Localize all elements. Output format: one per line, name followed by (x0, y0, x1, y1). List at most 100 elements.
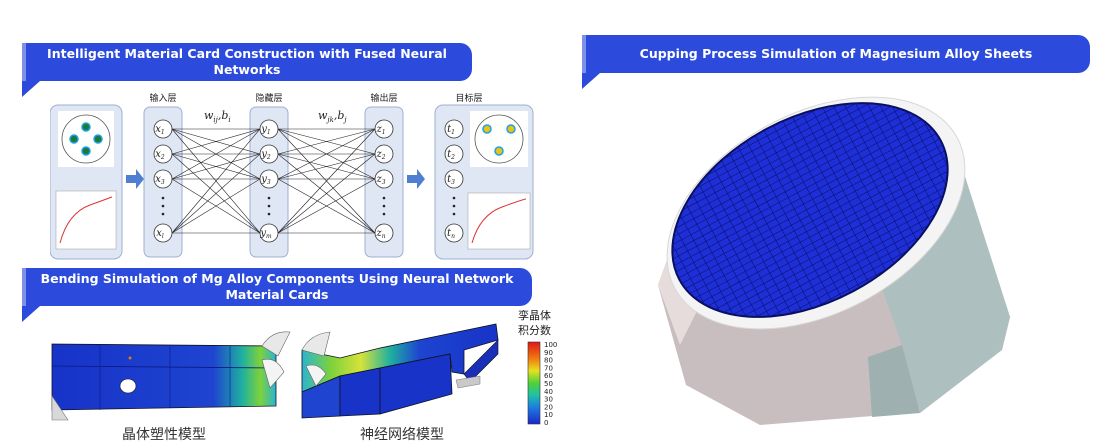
mesh-line (640, 101, 954, 270)
hidden-node: y2 (259, 144, 279, 164)
colorbar-tick-label: 30 (544, 396, 553, 404)
target-pole-figure (474, 114, 524, 164)
network-connection (277, 128, 376, 155)
target-layer-title: 目标层 (455, 93, 482, 104)
banner-accent-bar (22, 43, 26, 81)
mesh-line (670, 158, 984, 327)
output-node: z3 (374, 169, 394, 189)
network-connection (171, 128, 261, 180)
output-node: z1 (374, 119, 394, 139)
output-node: zn (374, 223, 394, 243)
ellipsis-dot (267, 196, 271, 200)
mesh-line (682, 152, 787, 348)
svg-text:tn: tn (447, 228, 455, 240)
neural-network-diagram: 输入层 隐藏层 输出层 目标层 wij,bi wjk,bj x1x2x3xly1… (50, 93, 534, 260)
svg-text:y3: y3 (260, 174, 271, 186)
pole-spot (81, 146, 91, 156)
ellipsis-dot (161, 212, 165, 216)
neural-network-label: 神经网络模型 (360, 427, 444, 443)
mesh-line (640, 95, 942, 247)
neural-network-beam (301, 323, 499, 419)
output-layer-title: 输出层 (370, 93, 397, 104)
svg-text:z1: z1 (375, 124, 385, 136)
stress-strain-curve (59, 196, 113, 244)
mesh-line (764, 108, 869, 305)
colorbar-title-line2: 积分数 (518, 324, 551, 337)
sheet-mesh (640, 95, 984, 361)
banner-accent-bar (22, 268, 26, 306)
svg-text:xl: xl (156, 228, 164, 240)
target-stress-strain-curve (471, 198, 527, 244)
mesh-line (640, 95, 948, 258)
mesh-line (664, 147, 979, 315)
mesh-line (773, 104, 878, 300)
colorbar-tick-label: 70 (544, 364, 553, 372)
mesh-line (658, 136, 973, 304)
ellipsis-dot (267, 212, 271, 216)
mesh-line (727, 128, 833, 324)
network-connection (171, 128, 261, 155)
pole-spot (93, 134, 103, 144)
pole-figure (61, 114, 111, 164)
svg-text:x3: x3 (155, 174, 165, 186)
ellipsis-dot (382, 196, 386, 200)
mesh-line (709, 138, 814, 334)
svg-text:t1: t1 (447, 124, 455, 136)
mesh-line (782, 99, 887, 295)
hidden-node: ym (259, 223, 279, 243)
hidden-layer-title: 隐藏层 (255, 93, 282, 104)
target-stress-strain-plot (467, 192, 531, 250)
network-connection (171, 178, 261, 234)
pole-spot (506, 124, 516, 134)
mesh-line (801, 95, 906, 285)
input-node: xl (153, 223, 173, 243)
bending-title-text: Bending Simulation of Mg Alloy Component… (40, 271, 514, 302)
ellipsis-dot (267, 204, 271, 208)
mesh-line (661, 141, 976, 310)
network-connection (171, 153, 261, 180)
arrow-icon (126, 169, 144, 189)
colorbar-tick-label: 60 (544, 372, 553, 380)
crystal-plasticity-beam (51, 331, 291, 421)
svg-text:z2: z2 (375, 149, 385, 161)
svg-text:z3: z3 (375, 174, 385, 186)
network-connection (277, 153, 376, 234)
mesh-line (700, 142, 805, 339)
mesh-line (640, 96, 951, 264)
svg-text:x2: x2 (155, 149, 165, 161)
colorbar-tick-label: 80 (544, 357, 553, 365)
svg-text:y2: y2 (260, 149, 271, 161)
input-node: x3 (153, 169, 173, 189)
colorbar-tick-label: 0 (544, 419, 548, 427)
pole-spot (69, 134, 79, 144)
colorbar-tick-label: 100 (544, 341, 557, 349)
colorbar-title-line1: 孪晶体 (518, 310, 551, 322)
colorbar-tick-label: 40 (544, 388, 553, 396)
input-layer-title: 输入层 (149, 93, 176, 104)
colorbar-scale (527, 341, 541, 425)
hidden-node: y1 (259, 119, 279, 139)
ellipsis-dot (452, 204, 456, 208)
mesh-line (746, 118, 851, 314)
network-connection (277, 128, 376, 180)
target-node: t3 (444, 169, 464, 189)
network-connection (277, 153, 376, 180)
crystal-plasticity-label: 晶体塑性模型 (122, 427, 206, 443)
network-connections (171, 128, 376, 234)
nn-title-banner: Intelligent Material Card Construction w… (22, 43, 472, 97)
network-connection (171, 128, 261, 234)
ellipsis-dot (161, 204, 165, 208)
mesh-line (691, 147, 796, 344)
colorbar-tick-label: 50 (544, 380, 553, 388)
mesh-line (646, 113, 961, 281)
pole-spot (81, 122, 91, 132)
banner-tail (582, 73, 600, 89)
target-node: tn (444, 223, 464, 243)
stress-strain-plot (55, 190, 117, 250)
mesh-line (828, 95, 933, 271)
target-node: t1 (444, 119, 464, 139)
mesh-line (718, 133, 823, 329)
cupping-simulation-figure (640, 95, 1010, 425)
colorbar-tick-label: 20 (544, 403, 553, 411)
